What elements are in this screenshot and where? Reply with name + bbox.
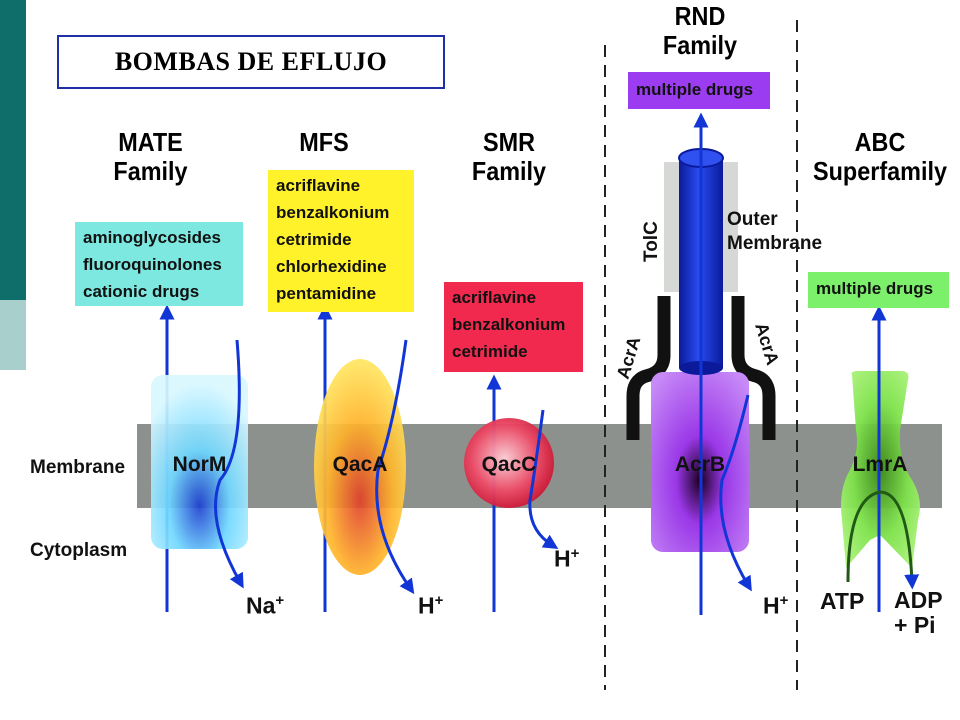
outer-membrane-label: Outer Membrane bbox=[727, 209, 823, 254]
acra-label-right: AcrA bbox=[751, 320, 783, 367]
atp-label: ATP bbox=[820, 588, 865, 614]
cytoplasm-label: Cytoplasm bbox=[30, 540, 128, 561]
title-box: BOMBAS DE EFLUJO bbox=[57, 35, 445, 89]
mfs-drugs-box: acriflavine benzalkonium cetrimide chlor… bbox=[268, 170, 414, 312]
mate-drugs-box: aminoglycosides fluoroquinolones cationi… bbox=[75, 222, 243, 306]
qacc-label: QacC bbox=[481, 453, 537, 476]
qaca-ion-arrow bbox=[375, 339, 415, 595]
smr-drugs-box: acriflavine benzalkonium cetrimide bbox=[444, 282, 583, 372]
acrb-ion-label: H+ bbox=[763, 592, 789, 619]
rnd-drugs-box: multiple drugs bbox=[628, 72, 770, 109]
norm-ion-label: Na+ bbox=[246, 592, 285, 619]
lmra-label: LmrA bbox=[852, 453, 908, 476]
norm-ion-arrow bbox=[214, 339, 244, 589]
acra-left bbox=[626, 296, 671, 440]
norm-protein bbox=[151, 375, 248, 549]
acrb-label: AcrB bbox=[674, 453, 726, 476]
qaca-protein bbox=[314, 359, 406, 575]
abc-family-header: ABC Superfamily bbox=[813, 127, 947, 186]
acrb-ion-arrow bbox=[719, 394, 752, 592]
adp-label: ADP + Pi bbox=[894, 587, 943, 638]
atp-hydrolysis-arrow bbox=[846, 490, 920, 590]
mate-family-header: MATE Family bbox=[113, 127, 188, 186]
qacc-ion-arrow bbox=[528, 409, 559, 549]
smr-family-header: SMR Family bbox=[471, 127, 547, 186]
qaca-ion-label: H+ bbox=[418, 592, 444, 619]
mfs-family-header: MFS bbox=[299, 127, 349, 157]
qacc-ion-label: H+ bbox=[554, 545, 580, 572]
side-accent-bar bbox=[0, 0, 26, 300]
qaca-label: QacA bbox=[332, 453, 388, 476]
norm-label: NorM bbox=[172, 453, 227, 476]
rnd-family-header: RND Family bbox=[662, 1, 738, 60]
membrane-label: Membrane bbox=[30, 457, 126, 478]
acra-right bbox=[731, 296, 776, 440]
tolc-label: TolC bbox=[641, 221, 662, 262]
side-accent-bar-light bbox=[0, 300, 26, 370]
page-title: BOMBAS DE EFLUJO bbox=[114, 47, 388, 76]
abc-drugs-box: multiple drugs bbox=[808, 272, 949, 308]
